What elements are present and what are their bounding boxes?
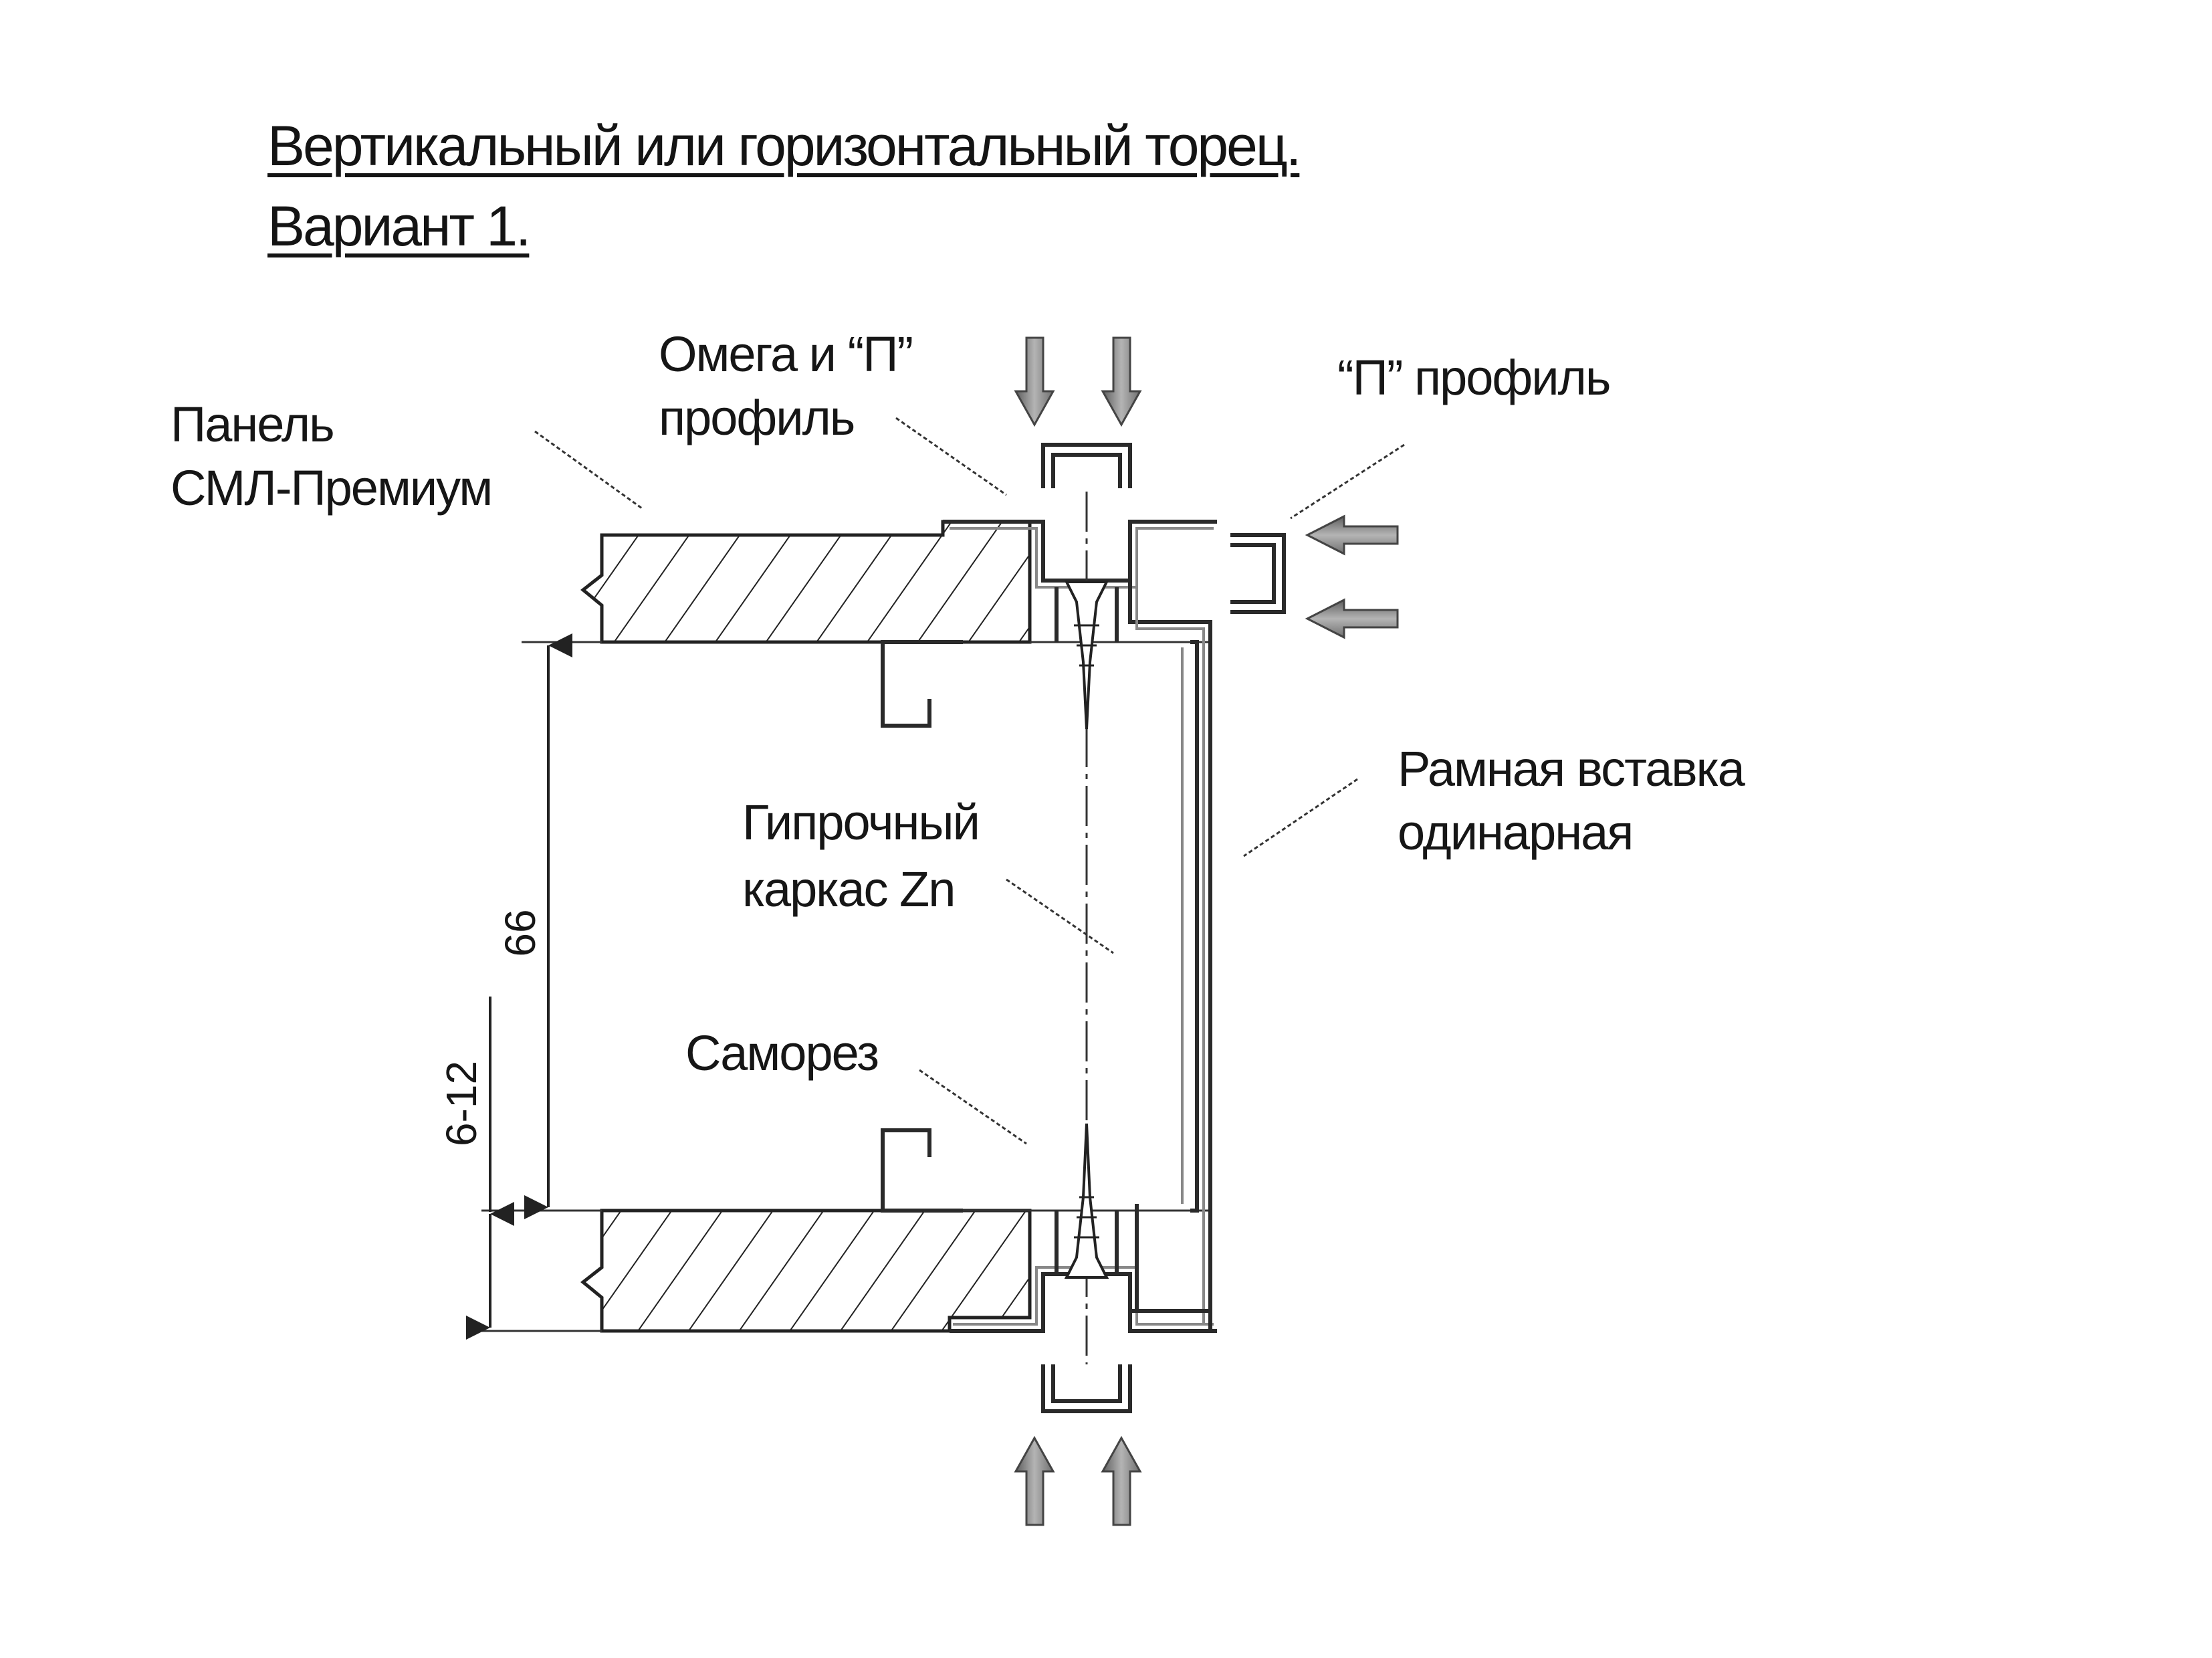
dimension-gap-label: 6-12	[437, 1061, 485, 1146]
arrow-left-icon	[1305, 514, 1399, 556]
label-frame-line1: Рамная вставка	[1398, 741, 1746, 797]
label-omega-line1: Омега и “П”	[659, 326, 912, 382]
label-p-profile: “П” профиль	[1337, 350, 1610, 405]
diagram-title-line1: Вертикальный или горизонтальный торец.	[267, 114, 1301, 177]
label-panel-line1: Панель	[171, 397, 334, 452]
frame-insert	[1128, 581, 1212, 1331]
gypsum-clip-bottom	[881, 1128, 963, 1213]
arrow-down-icon	[1014, 336, 1055, 427]
arrow-up-icon	[1014, 1435, 1055, 1526]
dimension-66-label: 66	[496, 909, 544, 956]
arrow-up-icon	[1101, 1435, 1142, 1526]
label-panel-line2: СМЛ-Премиум	[171, 460, 491, 516]
label-omega-line2: профиль	[659, 390, 854, 445]
leader-lines	[534, 417, 1405, 1145]
label-gypsum-line2: каркас Zn	[742, 861, 954, 917]
p-profile-top-loose	[1041, 443, 1132, 488]
p-profile-bottom-loose	[1041, 1364, 1132, 1413]
label-screw: Саморез	[685, 1025, 878, 1081]
dimension-gap: 6-12	[437, 997, 514, 1340]
diagram-title-line2: Вариант 1.	[267, 195, 531, 257]
label-frame-line2: одинарная	[1398, 805, 1632, 860]
label-gypsum-line1: Гипрочный	[742, 795, 979, 850]
arrow-left-icon	[1305, 598, 1399, 639]
screw-bottom	[1064, 1123, 1109, 1279]
panel-bottom	[580, 1209, 1032, 1333]
dimension-66: 66	[496, 633, 572, 1219]
arrow-down-icon	[1101, 336, 1142, 427]
gypsum-clip-top	[881, 640, 963, 728]
panel-top	[580, 520, 1032, 644]
p-profile-right-loose	[1230, 533, 1286, 614]
screw-top	[1064, 581, 1109, 730]
